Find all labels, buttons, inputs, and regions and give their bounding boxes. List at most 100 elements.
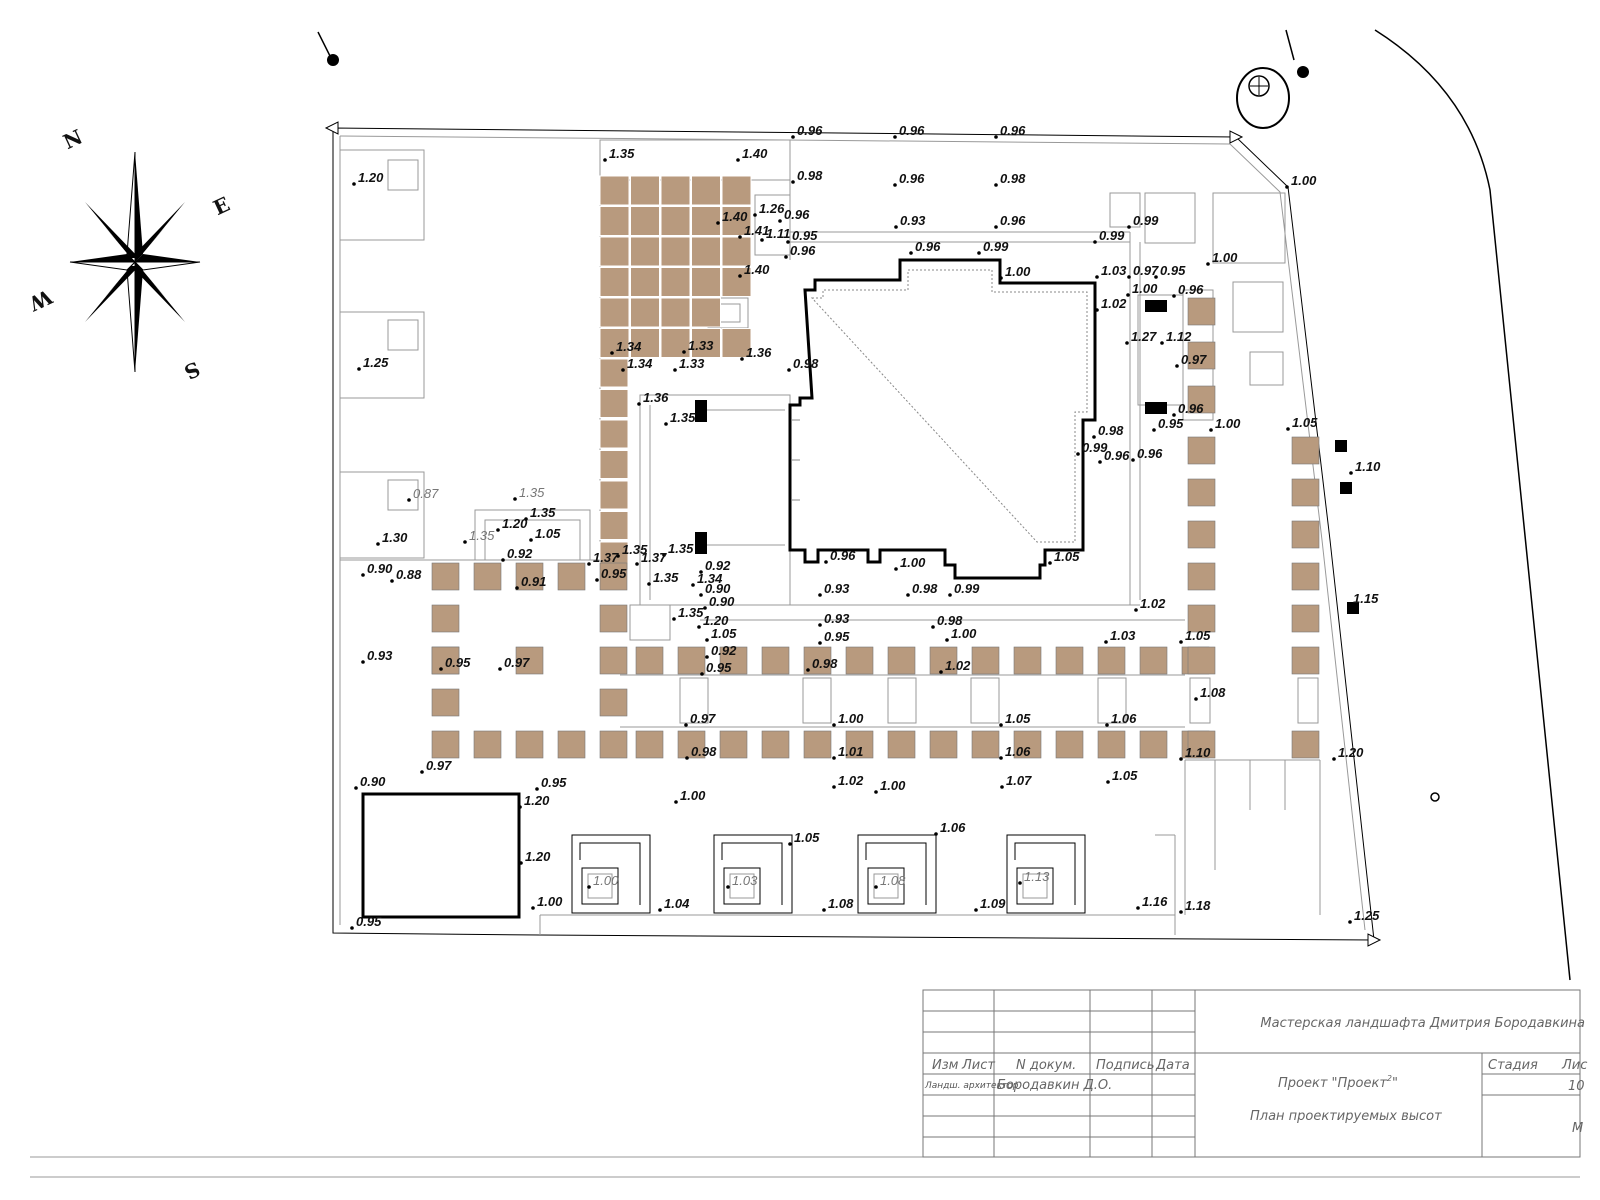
path-tile [599, 450, 629, 479]
elevation-point [786, 240, 790, 244]
elevation-label: 0.97 [1181, 352, 1207, 367]
elevation-point [496, 528, 500, 532]
elevation-point [716, 221, 720, 225]
paving-tile [599, 604, 628, 633]
terrace-tile [691, 267, 721, 297]
elevation-point [647, 582, 651, 586]
elevation-label: 1.00 [880, 778, 906, 793]
paving-tile [677, 730, 706, 759]
elevation-label: 0.93 [367, 648, 393, 663]
elevation-point [1018, 881, 1022, 885]
elevation-label: 0.96 [1178, 282, 1204, 297]
elevation-point [760, 238, 764, 242]
elevation-label: 1.03 [732, 873, 758, 888]
elevation-point [697, 625, 701, 629]
paving-tile [845, 646, 874, 675]
elevation-label: 1.35 [622, 542, 648, 557]
elevation-point [738, 235, 742, 239]
paving-tile [1187, 604, 1216, 633]
elevation-point [948, 593, 952, 597]
elevation-point [778, 219, 782, 223]
elevation-label: 1.00 [838, 711, 864, 726]
elevation-label: 0.93 [900, 213, 926, 228]
terrace-tile [691, 206, 721, 236]
elevation-point [945, 638, 949, 642]
terrace-tile [660, 267, 691, 297]
elevation-label: 1.26 [759, 201, 785, 216]
paving-tile [599, 562, 628, 591]
elevation-label: 1.06 [1111, 711, 1137, 726]
elevation-label: 1.33 [679, 356, 705, 371]
elevation-point [740, 357, 744, 361]
paving-tile [1187, 562, 1216, 591]
elevation-point [893, 135, 897, 139]
elevation-label: 1.20 [1338, 745, 1364, 760]
well-icon [1236, 29, 1309, 129]
drawing-title: План проектируемых высот [1250, 1109, 1442, 1124]
elevation-point [664, 422, 668, 426]
elevation-label: 0.95 [1160, 263, 1186, 278]
elevation-label: 1.00 [1291, 173, 1317, 188]
paving-tile [719, 646, 748, 675]
elevation-point [603, 158, 607, 162]
elevation-label: 0.92 [507, 546, 533, 561]
elevation-label: 1.40 [744, 262, 770, 277]
terrace-tile [660, 236, 691, 267]
elevation-point [909, 251, 913, 255]
planter-inner [873, 873, 899, 899]
paving-tile [1291, 730, 1320, 759]
elevation-point [1347, 603, 1351, 607]
elevation-point [806, 668, 810, 672]
elevation-label: 1.12 [1166, 329, 1192, 344]
elevation-point [1076, 452, 1080, 456]
elevation-label: 1.40 [722, 209, 748, 224]
elevation-point [352, 182, 356, 186]
elevation-label: 0.92 [711, 643, 737, 658]
scale-label: М [1572, 1121, 1583, 1136]
elevation-point [738, 274, 742, 278]
paving-tile [1291, 562, 1320, 591]
elevation-point [1127, 275, 1131, 279]
elevation-label: 1.20 [502, 516, 528, 531]
paving-tile [599, 688, 628, 717]
terrace-tile [660, 328, 691, 358]
elevation-label: 1.00 [593, 873, 619, 888]
elevation-label: 0.99 [954, 581, 980, 596]
elevation-point [977, 251, 981, 255]
elevation-point [361, 573, 365, 577]
elevation-label: 1.05 [711, 626, 737, 641]
elevation-point [934, 832, 938, 836]
elevation-point [974, 908, 978, 912]
paving-tile [1291, 478, 1320, 507]
paving-tile [635, 730, 664, 759]
compass-rose-icon: N E S W [25, 124, 234, 384]
elevation-label: 1.35 [519, 485, 545, 500]
elevation-point [1179, 910, 1183, 914]
elevation-label: 0.98 [691, 744, 717, 759]
compass-west-label: W [25, 284, 57, 316]
elevation-label: 0.96 [797, 123, 823, 138]
elevation-point [726, 885, 730, 889]
elevation-point [791, 135, 795, 139]
elevation-point [1179, 757, 1183, 761]
marker-circle [1430, 792, 1440, 802]
elevation-point [498, 667, 502, 671]
terrace-tile [599, 175, 630, 206]
elevation-label: 1.06 [1005, 744, 1031, 759]
col-sign: Подпись [1096, 1058, 1154, 1073]
elevation-label: 1.05 [1292, 415, 1318, 430]
terrace-tile [721, 236, 752, 267]
elevation-label: 1.20 [358, 170, 384, 185]
terrace-tile [721, 175, 752, 206]
elevation-label: 1.00 [1005, 264, 1031, 279]
paving-tile [1055, 730, 1084, 759]
paving-tile [929, 730, 958, 759]
sandbox [361, 792, 521, 919]
elevation-point [788, 842, 792, 846]
elevation-point [994, 225, 998, 229]
elevation-point [791, 180, 795, 184]
elevation-label: 1.34 [697, 571, 723, 586]
elevation-label: 1.37 [593, 550, 619, 565]
terrace-tile [721, 206, 752, 236]
